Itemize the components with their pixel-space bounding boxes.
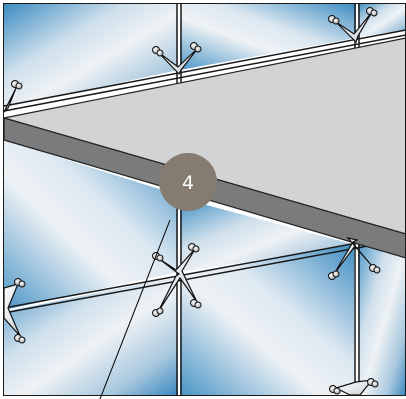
bolt xyxy=(194,301,202,309)
mullion-diagonal-lower-b xyxy=(3,238,406,314)
glass-panel-bottom-middle xyxy=(180,244,354,395)
spider-fitting-top-center xyxy=(152,42,202,76)
glass-panels xyxy=(4,4,406,395)
callout-number: 4 xyxy=(182,172,194,194)
bolt xyxy=(332,270,340,278)
spider-fitting-bottom-right xyxy=(329,378,379,396)
mullion-diagonal-upper-b xyxy=(3,34,406,112)
bolt xyxy=(156,254,164,262)
bolt xyxy=(18,336,26,344)
spider-fitting-right-lower xyxy=(328,237,381,280)
glass-panel-top-middle xyxy=(180,4,356,70)
callout-marker[interactable]: 4 xyxy=(159,153,217,211)
spider-fittings xyxy=(3,7,381,396)
bolt xyxy=(370,9,378,17)
bolt xyxy=(194,45,202,53)
glass-panel-top-left xyxy=(4,4,178,108)
spider-fitting-left-lower xyxy=(3,278,26,344)
bolt xyxy=(15,82,23,90)
callout-circle[interactable] xyxy=(159,153,217,211)
leader-line xyxy=(99,219,171,399)
bolt xyxy=(156,307,164,315)
bolt xyxy=(156,49,164,57)
bolt xyxy=(192,245,200,253)
bolt xyxy=(371,380,379,388)
bolt xyxy=(333,387,341,395)
mullion-diagonal-lower-a xyxy=(3,233,406,309)
bolt xyxy=(18,280,26,288)
glass-panel-bottom-right xyxy=(358,232,406,395)
spider-fitting-left-upper xyxy=(3,80,23,113)
glass-panel-mid-right xyxy=(180,198,356,272)
bolt xyxy=(373,266,381,274)
mullion-diagonal-upper-a xyxy=(3,29,406,107)
glass-panel-mid-left xyxy=(4,140,178,310)
spider-fitting-center-lower xyxy=(152,243,202,317)
spider-fitting-top-right xyxy=(328,7,378,44)
bolt xyxy=(332,17,340,25)
